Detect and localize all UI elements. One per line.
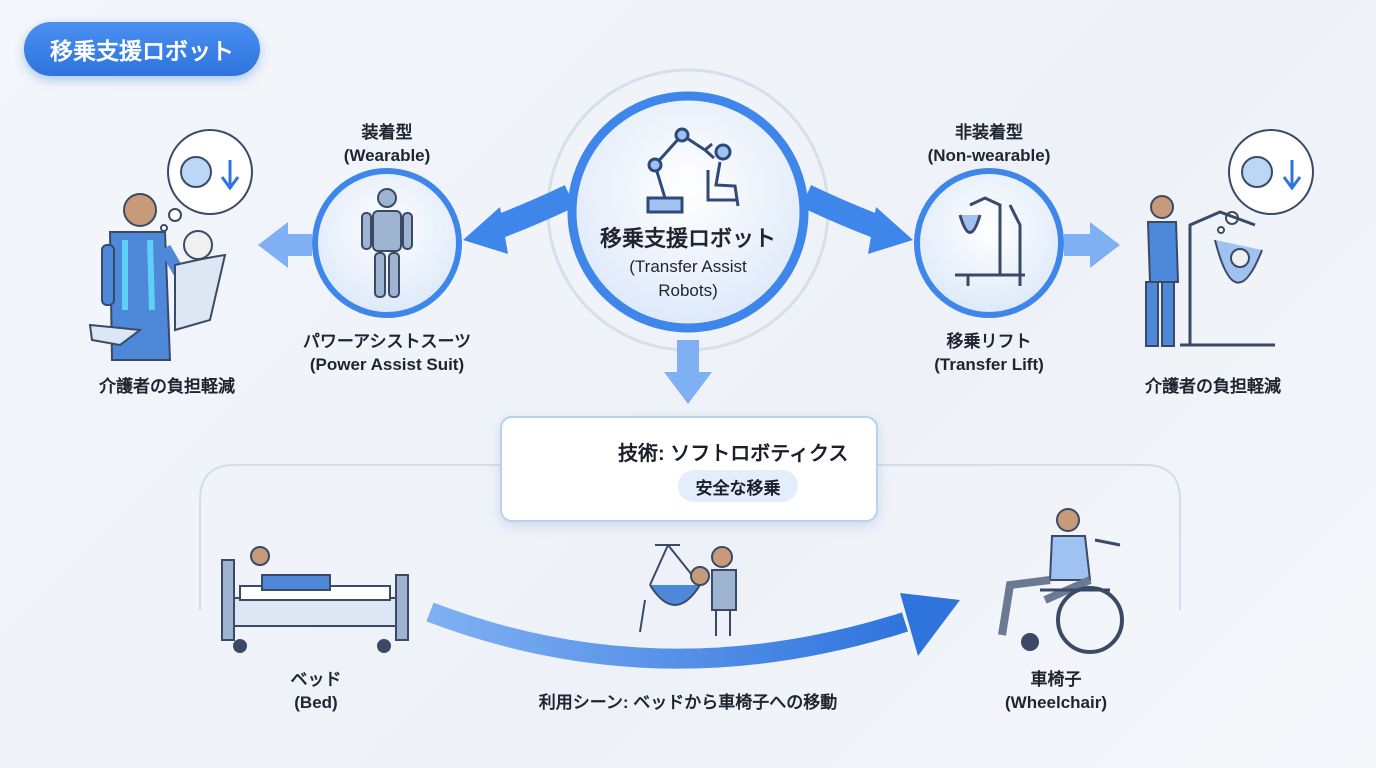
bed-label-en: (Bed): [294, 693, 338, 712]
caregiver-lift-illustration: [1145, 129, 1314, 347]
wearable-name-jp: パワーアシストスーツ: [302, 332, 472, 351]
scene-sweep-arrow: [426, 602, 909, 669]
wearable-name-en: (Power Assist Suit): [309, 355, 465, 374]
scene-sweep-arrow-head: [900, 593, 960, 656]
tech-title: 技術: ソフトロボティクス: [618, 443, 849, 465]
right-caption: 介護者の負担軽減: [1145, 377, 1281, 396]
lift-icon: [955, 196, 1025, 286]
wheelchair-icon: [998, 508, 1124, 654]
caregiver-exosuit-illustration: [88, 129, 253, 361]
nonwearable-circle: [914, 168, 1064, 318]
smiley-thought-icon: [1241, 156, 1273, 188]
tech-box: [500, 416, 878, 522]
exoskeleton-icon: [361, 188, 413, 298]
wheelchair-label-en: (Wheelchair): [1004, 693, 1108, 712]
arrow-to-nonwearable-head: [868, 207, 913, 254]
bed-label-jp: ベッド: [290, 670, 342, 689]
arrow-to-nonwearable: [800, 185, 886, 240]
robot-arm-icon: [646, 127, 715, 214]
arrow-to-wearable-head: [463, 207, 508, 254]
down-arrow-icon: [220, 160, 240, 191]
wearable-type-jp: 装着型: [361, 123, 413, 142]
title-badge: 移乗支援ロボット: [24, 22, 260, 76]
arrow-down-head: [664, 372, 712, 404]
center-subtitle-2: Robots): [658, 281, 718, 300]
center-subtitle-1: (Transfer Assist: [629, 257, 747, 276]
arrow-to-wearable: [490, 185, 576, 240]
nonwearable-name-jp: 移乗リフト: [946, 332, 1032, 351]
down-arrow-icon: [1282, 160, 1302, 191]
arrow-right-head: [1090, 222, 1120, 268]
arrow-left-head: [258, 222, 288, 268]
nonwearable-type-jp: 非装着型: [955, 123, 1023, 142]
nonwearable-type-en: (Non-wearable): [927, 146, 1051, 165]
scene-bracket: [199, 464, 1181, 610]
nonwearable-name-en: (Transfer Lift): [934, 355, 1044, 374]
arrow-right-body: [1064, 234, 1094, 256]
wearable-type-en: (Wearable): [343, 146, 431, 165]
tech-tag: 安全な移乗: [678, 470, 798, 502]
arrow-left-body: [284, 234, 312, 256]
bed-icon: [221, 546, 409, 653]
transfer-scene-icon: [639, 544, 737, 636]
scene-caption: 利用シーン: ベッドから車椅子への移動: [538, 693, 838, 712]
seated-person-icon: [706, 143, 740, 207]
center-title: 移乗支援ロボット: [599, 226, 776, 251]
wheelchair-label-jp: 車椅子: [1030, 670, 1082, 689]
smiley-thought-icon: [180, 156, 212, 188]
center-circle: [567, 91, 809, 333]
left-caption: 介護者の負担軽減: [99, 377, 235, 396]
arrow-down-body: [677, 340, 699, 376]
